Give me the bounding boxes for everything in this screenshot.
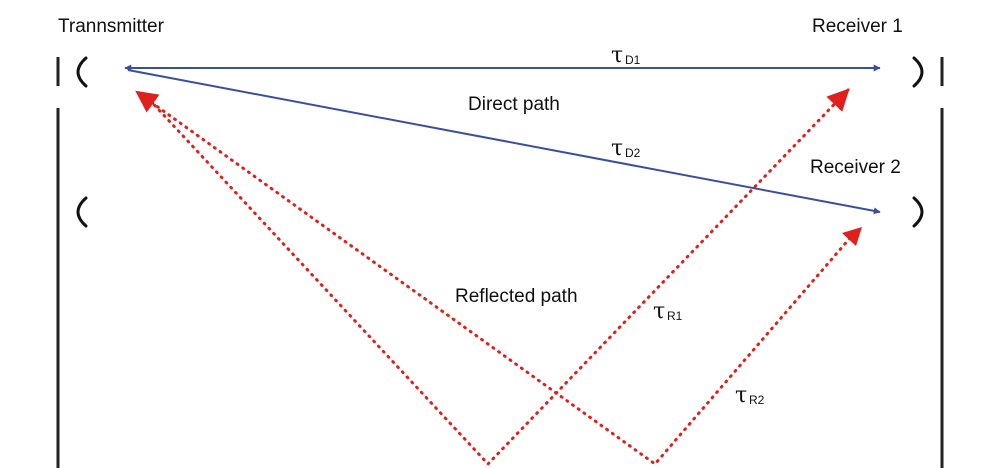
reflected-path-label: Reflected path <box>455 286 578 307</box>
receiver1-label: Receiver 1 <box>812 16 903 37</box>
svg-text:τ: τ <box>611 43 623 68</box>
delay-d2-label: τ D2 <box>611 136 641 161</box>
svg-text:R2: R2 <box>749 393 765 407</box>
direct-path-2 <box>127 69 881 215</box>
svg-text:τ: τ <box>735 383 747 408</box>
receiver2-label: Receiver 2 <box>810 157 901 178</box>
reflected-arrowhead-2 <box>842 227 862 246</box>
svg-text:τ: τ <box>653 299 665 324</box>
direct-path-label: Direct path <box>468 94 560 115</box>
reflected-path-2 <box>135 90 852 467</box>
svg-text:D1: D1 <box>625 53 641 67</box>
reflected-path-1 <box>143 88 850 467</box>
svg-text:τ: τ <box>611 136 623 161</box>
transmitter-antenna-icon <box>76 56 88 88</box>
delay-d1-label: τ D1 <box>611 43 641 68</box>
svg-text:R1: R1 <box>667 309 683 323</box>
receiver2-antenna-icon <box>912 196 924 228</box>
transmitter2-antenna-icon <box>76 196 88 228</box>
delay-r1-label: τ R1 <box>653 299 683 324</box>
transmitter-label: Trannsmitter <box>58 16 165 37</box>
receiver1-antenna-icon <box>912 56 924 88</box>
delay-r2-label: τ R2 <box>735 383 765 408</box>
svg-text:D2: D2 <box>625 146 641 160</box>
